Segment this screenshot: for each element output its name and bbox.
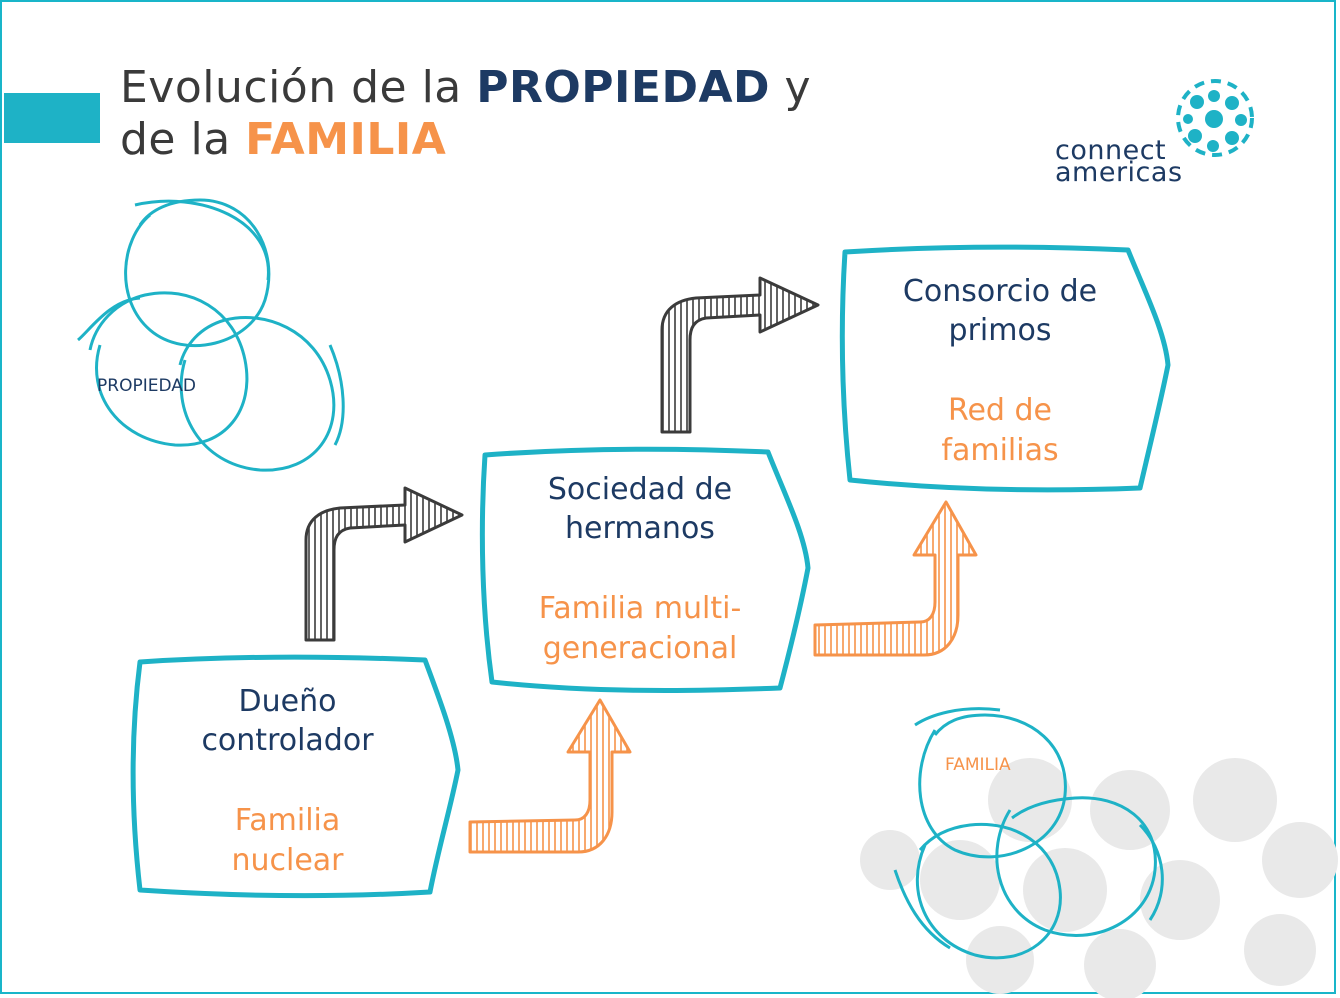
stage-box-2 (479, 446, 811, 693)
stage-1-text: Dueño controlador Familia nuclear (150, 682, 425, 881)
title-highlight-familia: FAMILIA (245, 114, 447, 165)
stage-2-owner: Sociedad de hermanos (547, 472, 733, 546)
title-line-1: Evolución de la PROPIEDAD y (120, 62, 812, 113)
stage-1-family: Familia nuclear (231, 803, 344, 878)
stage-2-family: Familia multi- generacional (538, 591, 742, 666)
title-line-2: de la FAMILIA (120, 114, 447, 165)
stage-3-family: Red de familias (941, 393, 1059, 468)
watermark-pattern (860, 758, 1338, 998)
title-accent-bar (4, 93, 100, 143)
venn-label-familia: FAMILIA (945, 755, 1011, 775)
stage-box-3 (839, 244, 1171, 493)
venn-familia (893, 707, 1164, 960)
ownership-arrow-1 (304, 486, 464, 642)
venn-label-propiedad: PROPIEDAD (97, 376, 196, 396)
stage-3-owner: Consorcio de primos (902, 274, 1098, 348)
logo-wordmark: connect americas (1055, 135, 1183, 188)
stage-1-owner: Dueño controlador (201, 684, 374, 758)
slide-title: Evolución de la PROPIEDAD y de la FAMILI… (120, 62, 811, 166)
stage-2-text: Sociedad de hermanos Familia multi- gene… (495, 470, 785, 669)
family-arrow-2 (813, 500, 978, 657)
family-arrow-1 (468, 698, 632, 854)
dots-globe-icon (1176, 79, 1254, 157)
venn-propiedad (77, 198, 345, 472)
stage-3-text: Consorcio de primos Red de familias (855, 272, 1145, 471)
title-highlight-propiedad: PROPIEDAD (476, 62, 771, 113)
ownership-arrow-2 (660, 276, 820, 434)
stage-box-1 (130, 654, 461, 899)
